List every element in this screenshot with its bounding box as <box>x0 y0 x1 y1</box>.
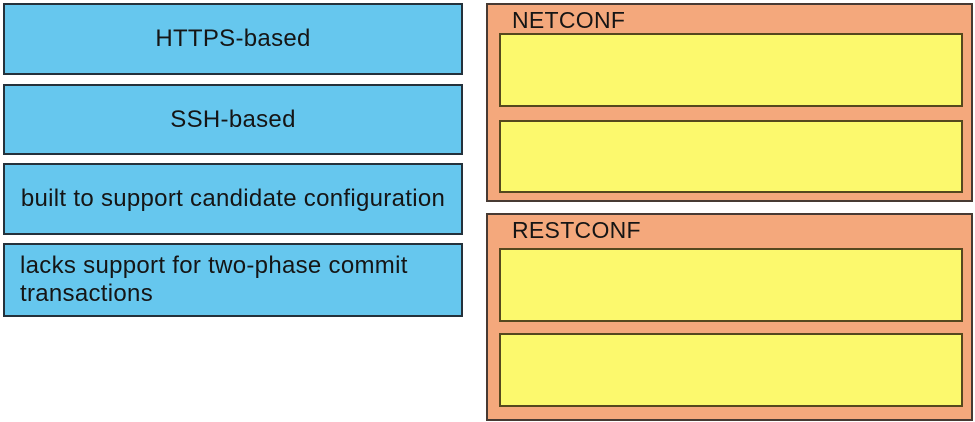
netconf-drop-group: NETCONF <box>486 3 973 202</box>
drag-option-candidate-configuration[interactable]: built to support candidate configuration <box>3 163 463 235</box>
netconf-drop-slot-1[interactable] <box>499 33 963 107</box>
drag-option-https-based[interactable]: HTTPS-based <box>3 3 463 75</box>
drag-option-two-phase-commit[interactable]: lacks support for two-phase commit trans… <box>3 243 463 317</box>
restconf-drop-slot-1[interactable] <box>499 248 963 322</box>
restconf-drop-slot-2[interactable] <box>499 333 963 407</box>
netconf-group-title: NETCONF <box>512 7 626 33</box>
netconf-drop-slot-2[interactable] <box>499 120 963 193</box>
restconf-drop-group: RESTCONF <box>486 213 973 421</box>
restconf-group-title: RESTCONF <box>512 217 641 243</box>
drag-option-ssh-based[interactable]: SSH-based <box>3 84 463 155</box>
